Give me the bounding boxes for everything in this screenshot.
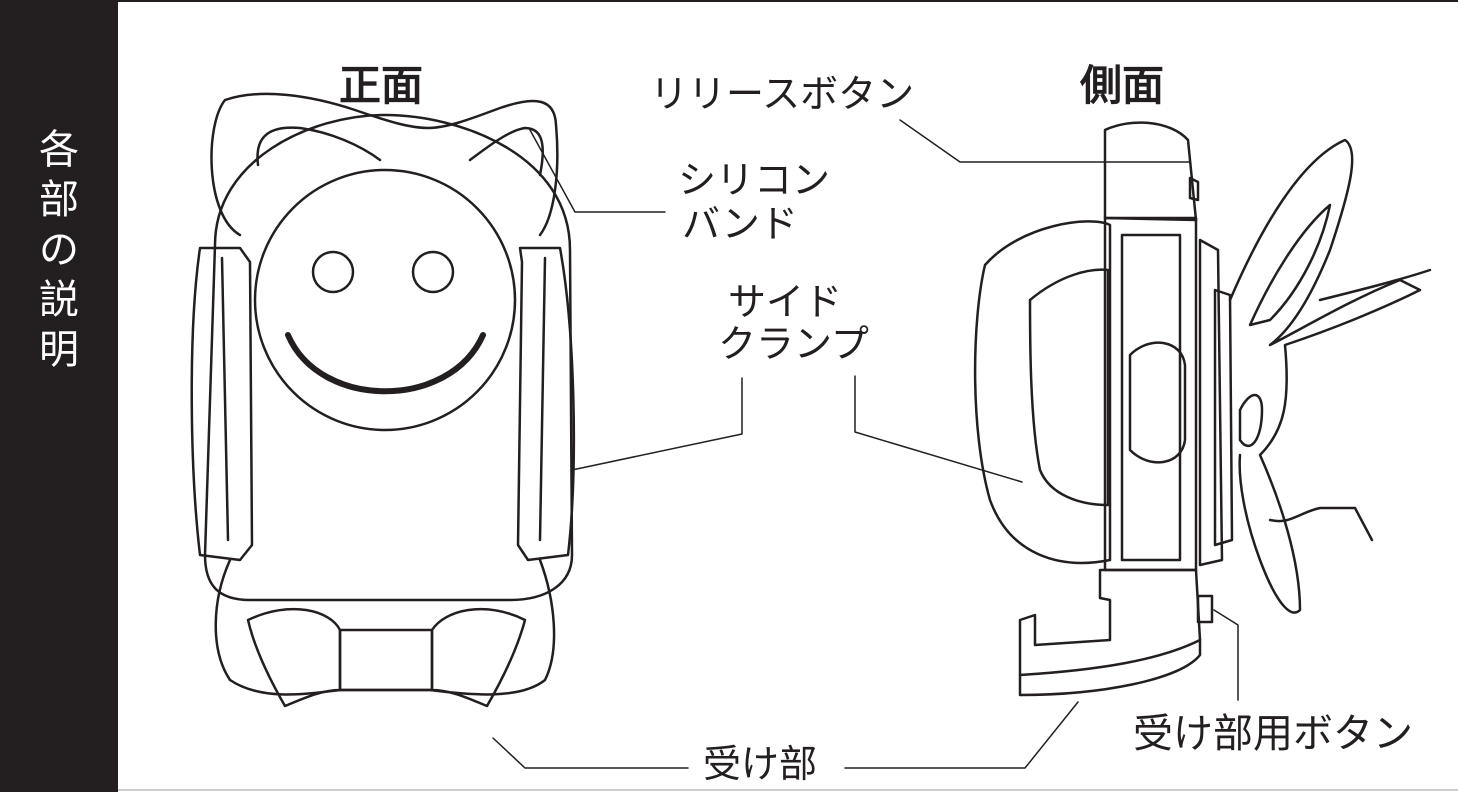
top-divider xyxy=(118,0,1458,2)
front-receiver-center xyxy=(338,628,434,692)
receiver-label: 受け部 xyxy=(703,742,818,786)
bottom-divider xyxy=(118,789,1458,791)
release-button-label: リリースボタン xyxy=(650,72,915,116)
sidebar-title-char: 各 xyxy=(39,127,79,173)
front-right-clamp xyxy=(516,246,576,562)
leader-release-button xyxy=(899,119,1191,163)
smile xyxy=(285,332,486,395)
side-arm xyxy=(1318,268,1432,302)
face-circle xyxy=(253,168,517,432)
side-strap xyxy=(1228,138,1422,614)
sidebar-title: 各 部 の 説 明 xyxy=(0,125,118,375)
left-eye xyxy=(311,250,355,294)
sidebar-title-char: 明 xyxy=(39,327,79,373)
front-body xyxy=(203,113,574,602)
leader-silicone-band xyxy=(529,129,666,213)
side-clamp-label-line1: サイド xyxy=(728,280,843,324)
sidebar-title-char: 部 xyxy=(39,177,79,223)
front-view-illustration xyxy=(190,92,576,708)
leader-side-clamp-front xyxy=(571,377,743,471)
side-receiver-base xyxy=(1018,638,1202,697)
leader-receiver-right xyxy=(844,701,1079,769)
side-column-inner xyxy=(1120,233,1182,562)
sidebar-title-char: 説 xyxy=(39,277,79,323)
leader-receiver-left xyxy=(492,737,689,769)
side-vent-line xyxy=(1268,506,1374,542)
side-clamp-label-line2: クランプ xyxy=(718,322,869,366)
side-release-knob xyxy=(1188,176,1200,202)
side-receiver xyxy=(1018,568,1202,677)
silicone-band-label-line2: バンド xyxy=(682,202,798,246)
side-view-heading: 側面 xyxy=(1080,61,1165,110)
front-left-clamp xyxy=(190,246,254,562)
leader-lines xyxy=(492,119,1239,769)
side-clamp-body xyxy=(973,220,1112,565)
front-top-band xyxy=(210,92,559,237)
sidebar-title-char: の xyxy=(39,227,79,273)
leader-side-clamp-side xyxy=(854,375,1023,483)
side-back-plate-2 xyxy=(1213,288,1234,547)
leader-receiver-button xyxy=(1213,609,1239,701)
side-view-illustration xyxy=(973,121,1432,697)
silicone-band-label-line1: シリコン xyxy=(678,158,831,202)
side-center-knob xyxy=(1128,341,1187,464)
sidebar: 各 部 の 説 明 xyxy=(0,0,118,792)
front-receiver-right xyxy=(430,607,527,708)
front-receiver-left xyxy=(246,607,342,708)
front-right-clamp-inner xyxy=(538,256,547,542)
side-strap-inner xyxy=(1248,203,1332,327)
front-view-heading: 正面 xyxy=(339,61,424,110)
side-release-block xyxy=(1103,121,1198,222)
side-back-plate xyxy=(1198,238,1224,567)
right-eye xyxy=(411,250,455,294)
receiver-button-label: 受け部用ボタン xyxy=(1133,711,1413,757)
side-strap-loop xyxy=(1238,393,1264,447)
side-receiver-button xyxy=(1196,594,1214,624)
side-clamp-inner xyxy=(1028,268,1110,507)
side-column xyxy=(1103,216,1198,572)
front-left-clamp-inner xyxy=(220,256,230,542)
front-top-band-inner xyxy=(256,126,545,177)
